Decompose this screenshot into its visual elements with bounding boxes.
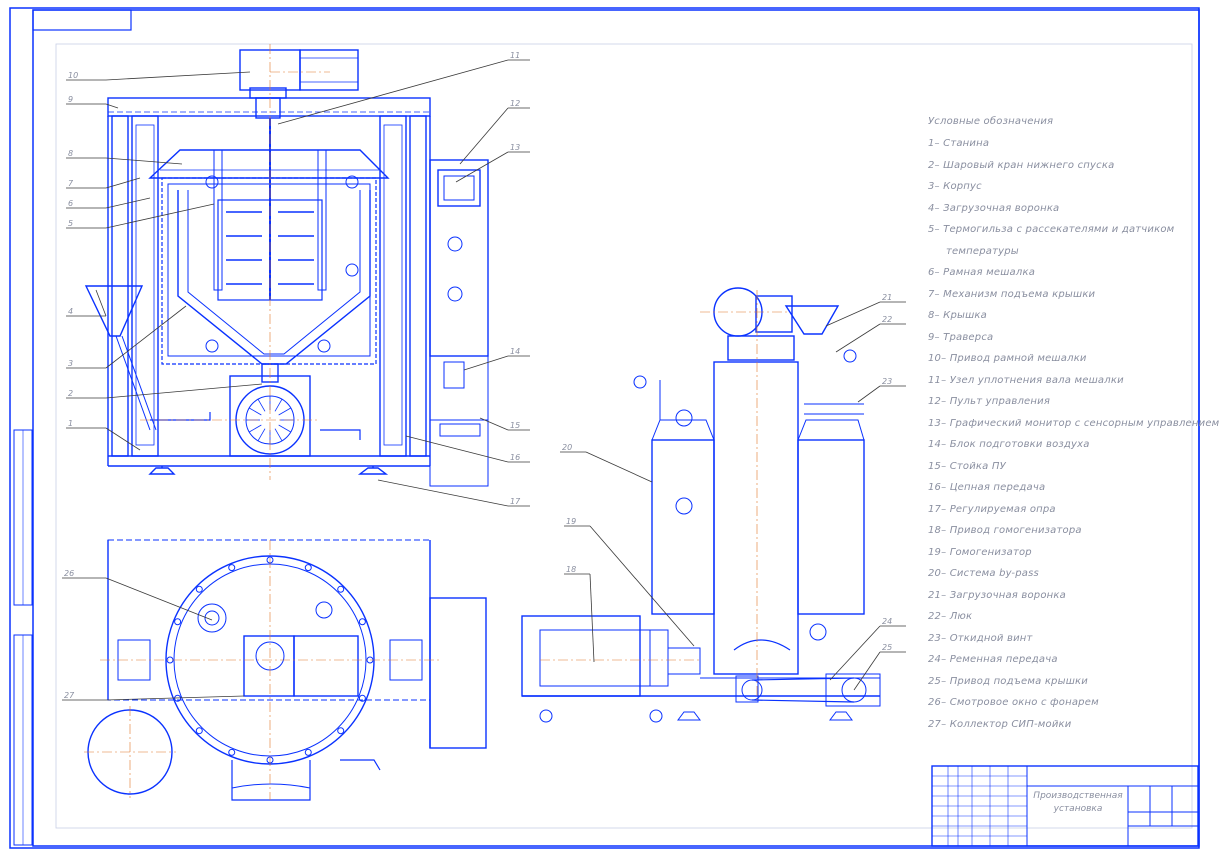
legend-item: температуры [946,245,1019,257]
legend-item: 23– Откидной винт [928,632,1033,644]
callout-6: 6 [68,199,73,208]
callout-24: 24 [882,617,892,626]
legend-item: 10– Привод рамной мешалки [928,353,1087,364]
callout-8: 8 [68,149,73,158]
callout-23: 23 [882,377,892,386]
callout-5: 5 [68,219,73,228]
callout-18: 18 [566,565,576,574]
legend-item: 19– Гомогенизатор [928,546,1032,558]
legend-item: 22– Люк [928,611,973,622]
callout-15: 15 [510,421,520,430]
callout-7: 7 [68,179,74,188]
callout-labels: 1098765432111121314151617262721222320191… [64,51,892,700]
callout-11: 11 [510,51,520,60]
legend-item: 14– Блок подготовки воздуха [928,439,1090,450]
callout-27: 27 [64,691,75,700]
front-view-centerlines [140,44,330,480]
callout-26: 26 [64,569,74,578]
legend-item: 27– Коллектор СИП-мойки [928,718,1072,730]
legend-item: 2– Шаровый кран нижнего спуска [928,159,1115,171]
callout-leaders [62,59,906,701]
callout-4: 4 [68,307,73,316]
title-block-name: Производственная установка [1030,790,1126,816]
legend-item: 12– Пульт управления [928,396,1051,407]
legend-item: 1– Станина [928,138,990,149]
legend-item: 15– Стойка ПУ [928,460,1006,472]
callout-13: 13 [510,143,520,152]
callout-16: 16 [510,453,520,462]
top-view-centerlines [84,540,440,800]
legend-item: 24– Ременная передача [928,654,1058,665]
legend-item: 3– Корпус [928,181,982,192]
top-view [87,539,487,801]
legend-item: 4– Загрузочная воронка [928,202,1060,214]
callout-12: 12 [510,99,520,108]
legend-item: 13– Графический монитор с сенсорным упра… [928,417,1219,429]
callout-3: 3 [68,359,73,368]
front-view [84,49,489,487]
callout-2: 2 [68,389,73,398]
callout-1: 1 [68,419,73,428]
legend-item: 16– Цепная передача [928,482,1046,493]
title-line-1: Производственная [1033,791,1123,801]
legend-item: 25– Привод подъема крышки [928,675,1088,687]
title-block [931,765,1199,847]
side-view [521,287,881,723]
legend-item: 8– Крышка [928,310,988,321]
title-line-2: установка [1053,804,1103,814]
callout-25: 25 [882,643,892,652]
legend-item: 5– Термогильза с рассекателями и датчико… [928,224,1175,235]
callout-14: 14 [510,347,520,356]
legend-item: 9– Траверса [928,331,994,343]
callout-21: 21 [882,293,892,302]
callout-9: 9 [68,95,73,104]
legend-title: Условные обозначения [928,116,1054,127]
callout-10: 10 [68,71,78,80]
legend-item: 17– Регулируемая опра [928,503,1056,515]
legend-item: 7– Механизм подъема крышки [928,288,1096,300]
legend-item: 11– Узел уплотнения вала мешалки [928,374,1124,386]
sheet-frame [9,7,1200,849]
legend-item: 26– Смотровое окно с фонарем [928,697,1099,708]
legend-item: 18– Привод гомогенизатора [928,525,1082,536]
legend-item: 21– Загрузочная воронка [928,589,1066,601]
legend-item: 6– Рамная мешалка [928,267,1036,278]
callout-19: 19 [566,517,576,526]
side-view-centerlines [540,290,790,700]
callout-20: 20 [562,443,572,452]
callout-17: 17 [510,497,521,506]
callout-22: 22 [882,315,892,324]
legend-item: 20– Система by-pass [928,568,1039,579]
